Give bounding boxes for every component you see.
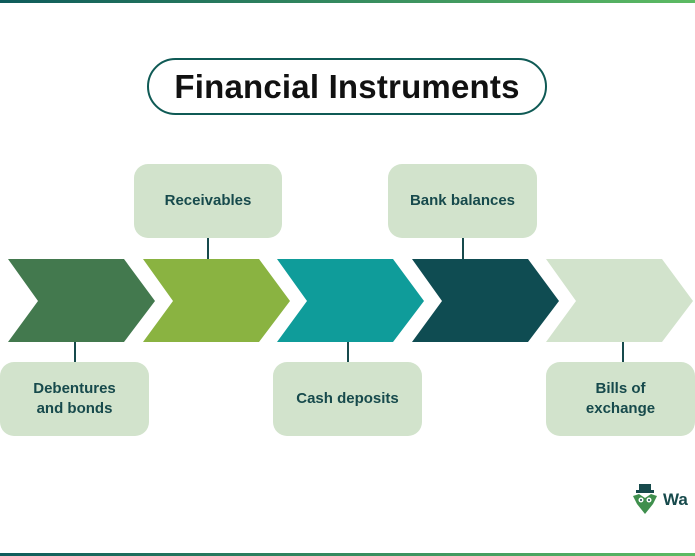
connector-bank-balances (462, 238, 464, 259)
logo-text: Wa (663, 490, 688, 509)
chevron-step-4 (412, 259, 559, 342)
chevron-step-3 (277, 259, 424, 342)
connector-bills-of-exchange (622, 342, 624, 362)
bottom-accent-bar (0, 553, 695, 556)
chevron-step-1 (8, 259, 155, 342)
top-accent-bar (0, 0, 695, 3)
label-debentures-and-bonds: Debentures and bonds (0, 362, 149, 436)
label-cash-deposits: Cash deposits (273, 362, 422, 436)
connector-receivables (207, 238, 209, 259)
diagram-title: Financial Instruments (147, 58, 547, 115)
label-bills-of-exchange: Bills of exchange (546, 362, 695, 436)
owl-logo-icon (633, 484, 657, 514)
label-receivables: Receivables (134, 164, 282, 238)
connector-cash-deposits (347, 342, 349, 362)
chevron-step-5 (546, 259, 693, 342)
connector-debentures (74, 342, 76, 362)
label-bank-balances: Bank balances (388, 164, 537, 238)
brand-logo: Wa (631, 484, 688, 516)
chevron-step-2 (143, 259, 290, 342)
